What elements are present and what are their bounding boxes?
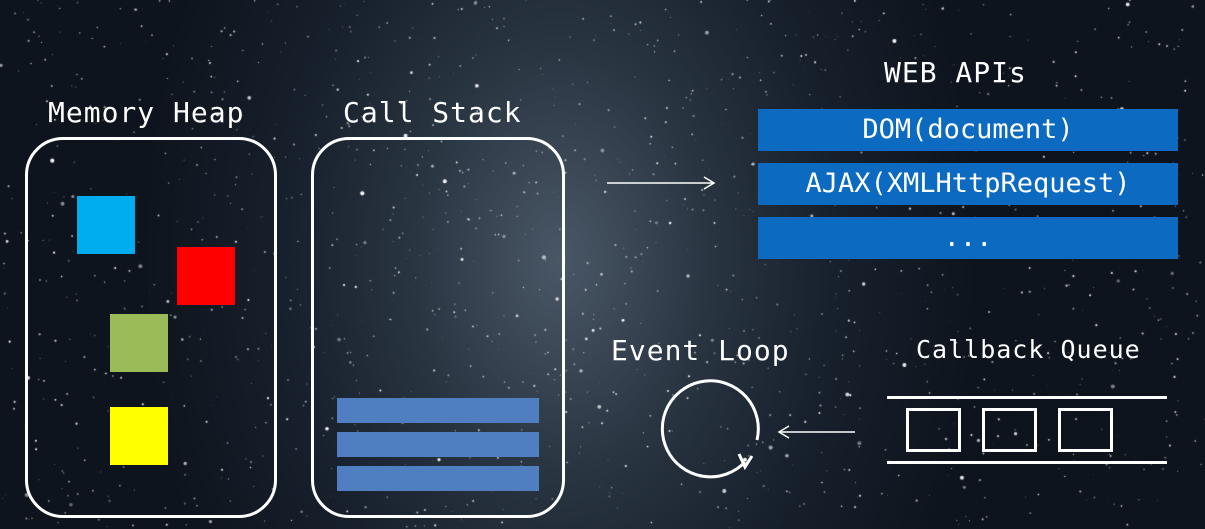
memory-heap-box [25, 137, 277, 518]
callback-queue-slot [906, 408, 961, 452]
event-loop-title: Event Loop [611, 334, 790, 367]
arrow-queue-to-event-loop [777, 425, 855, 439]
heap-block-green [110, 314, 168, 372]
call-stack-frame [337, 432, 539, 457]
call-stack-title: Call Stack [343, 96, 522, 129]
heap-block-red [177, 247, 235, 305]
arrow-stack-to-webapis [607, 176, 716, 190]
callback-queue-title: Callback Queue [916, 335, 1141, 364]
heap-block-yellow [110, 407, 168, 465]
web-api-item-more: ... [758, 217, 1178, 259]
call-stack-frame [337, 466, 539, 491]
web-apis-title: WEB APIs [884, 56, 1027, 89]
call-stack-frame [337, 398, 539, 423]
callback-queue-slot [1058, 408, 1113, 452]
call-stack-box [311, 137, 565, 518]
callback-queue-top-rail [887, 396, 1167, 399]
web-api-item-ajax: AJAX(XMLHttpRequest) [758, 163, 1178, 205]
web-api-item-dom: DOM(document) [758, 109, 1178, 151]
heap-block-blue [77, 196, 135, 254]
callback-queue-slot [982, 408, 1037, 452]
memory-heap-title: Memory Heap [48, 96, 245, 129]
callback-queue-bottom-rail [887, 461, 1167, 464]
event-loop-circle-icon [660, 379, 760, 479]
